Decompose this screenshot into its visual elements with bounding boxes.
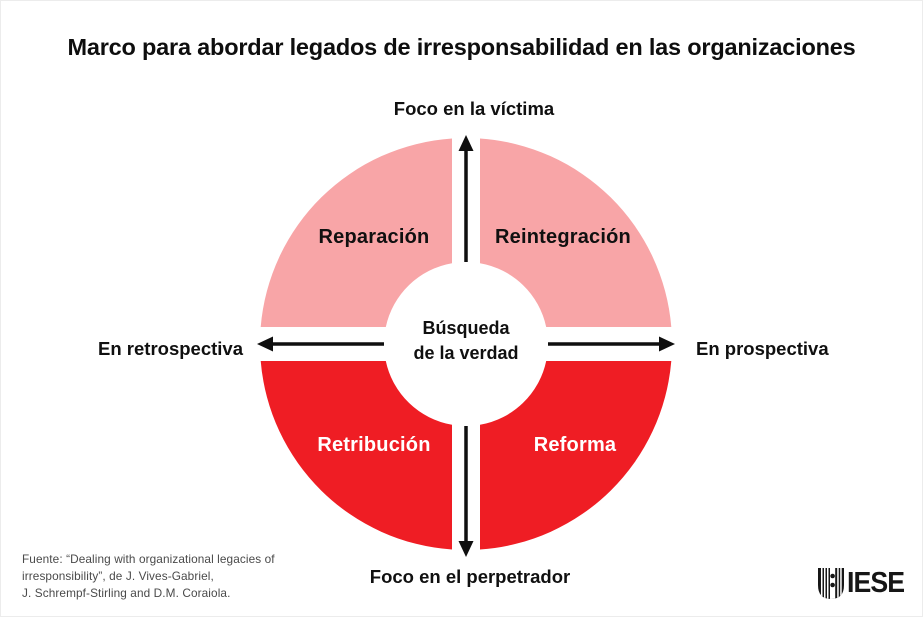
arrow-up-icon	[458, 135, 474, 151]
quadrant-label-reintegracion: Reintegración	[495, 226, 631, 248]
axis-label-bottom: Foco en el perpetrador	[370, 566, 570, 587]
arrow-left-icon	[257, 336, 273, 352]
axis-arrow-down	[458, 426, 474, 557]
iese-shield-icon	[818, 568, 844, 599]
source-line-1: Fuente: “Dealing with organizational leg…	[22, 552, 275, 566]
quadrant-label-reforma: Reforma	[534, 434, 617, 456]
source-line-3: J. Schrempf-Stirling and D.M. Coraiola.	[22, 586, 231, 600]
iese-wordmark: IESE	[847, 567, 905, 599]
arrow-down-icon	[458, 541, 474, 557]
quadrant-retribucion	[260, 361, 452, 550]
axis-arrow-left	[257, 336, 384, 352]
quadrant-label-reparacion: Reparación	[319, 226, 430, 248]
quadrant-label-retribucion: Retribución	[317, 434, 430, 456]
quadrant-reforma	[480, 361, 672, 550]
axis-arrow-right	[548, 336, 675, 352]
source-line-2: irresponsibility”, de J. Vives-Gabriel,	[22, 569, 214, 583]
axis-label-left: En retrospectiva	[98, 338, 244, 359]
center-hub-line2: de la verdad	[413, 343, 518, 363]
quadrant-reparacion	[260, 138, 452, 327]
source-note: Fuente: “Dealing with organizational leg…	[22, 551, 275, 602]
page-title: Marco para abordar legados de irresponsa…	[67, 34, 856, 60]
axis-arrow-up	[458, 135, 474, 262]
arrow-right-icon	[659, 336, 675, 352]
axis-label-right: En prospectiva	[696, 338, 829, 359]
center-hub-line1: Búsqueda	[422, 318, 510, 338]
quadrant-reintegracion	[480, 138, 672, 327]
axis-label-top: Foco en la víctima	[394, 98, 555, 119]
iese-logo: IESE	[818, 568, 909, 599]
